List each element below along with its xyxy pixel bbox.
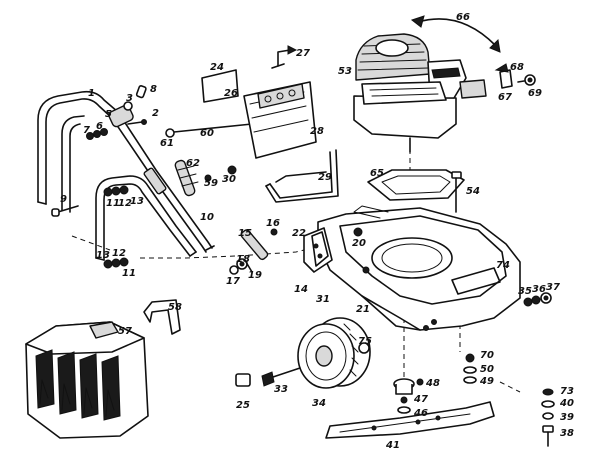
label-part-24: 24 [210, 62, 224, 73]
grass-catcher [25, 321, 149, 439]
label-part-15: 15 [238, 228, 252, 239]
label-part-54: 54 [466, 186, 480, 197]
label-part-14: 14 [294, 284, 308, 295]
label-part-36: 36 [532, 284, 546, 295]
part-number-labels: 1 2 3 5 6 7 8 9 10 11 11 12 12 13 13 14 … [60, 12, 574, 451]
label-part-41: 41 [385, 440, 400, 451]
handle-hardware [51, 85, 167, 269]
label-part-60: 60 [200, 128, 214, 139]
label-part-28: 28 [310, 126, 324, 137]
rear-flap [243, 81, 317, 159]
label-part-48: 48 [425, 378, 440, 389]
mower-deck [317, 205, 521, 331]
engine [353, 33, 487, 153]
label-part-75: 75 [358, 336, 372, 347]
label-part-7: 7 [83, 125, 90, 136]
label-part-33: 33 [274, 384, 288, 395]
label-part-62: 62 [186, 158, 200, 169]
label-part-18: 18 [236, 254, 250, 265]
label-part-34: 34 [312, 398, 326, 409]
label-part-35: 35 [518, 286, 532, 297]
flap-bracket [265, 149, 339, 203]
label-part-59: 59 [204, 178, 218, 189]
label-part-25: 25 [236, 400, 250, 411]
label-part-70: 70 [480, 350, 494, 361]
label-part-57: 57 [118, 326, 132, 337]
label-part-49: 49 [479, 376, 494, 387]
label-part-29: 29 [318, 172, 332, 183]
rotation-arrow-66 [410, 15, 501, 53]
label-part-13b: 13 [96, 250, 110, 261]
label-part-47: 47 [413, 394, 428, 405]
height-adjust-link [229, 228, 278, 275]
cable-clamp [174, 159, 237, 197]
label-part-65: 65 [370, 168, 384, 179]
axle-nuts [523, 292, 552, 307]
blade-hub [393, 378, 424, 414]
control-cable [165, 123, 253, 138]
hook-27 [271, 45, 298, 69]
deck-side-bracket [303, 227, 363, 273]
label-part-67: 67 [498, 92, 512, 103]
washer-stack [463, 353, 477, 384]
label-part-40: 40 [559, 398, 574, 409]
label-part-1: 1 [88, 88, 95, 99]
label-part-5: 5 [105, 109, 112, 120]
label-part-13: 13 [130, 196, 144, 207]
label-part-39: 39 [560, 412, 574, 423]
label-part-37: 37 [546, 282, 560, 293]
label-part-69: 69 [528, 88, 542, 99]
label-part-73: 73 [560, 386, 574, 397]
mower-blade [325, 401, 495, 439]
label-part-74: 74 [496, 260, 510, 271]
label-part-53: 53 [338, 66, 352, 77]
wheel [297, 317, 371, 389]
label-part-21: 21 [356, 304, 370, 315]
label-part-12b: 12 [112, 248, 126, 259]
engine-bolt [451, 171, 462, 213]
engine-gasket [367, 169, 465, 201]
label-part-16: 16 [266, 218, 280, 229]
label-part-3: 3 [126, 93, 133, 104]
label-part-68: 68 [510, 62, 524, 73]
label-part-46: 46 [413, 408, 428, 419]
label-part-10: 10 [200, 212, 214, 223]
label-plate [201, 69, 239, 103]
label-part-9: 9 [60, 194, 67, 205]
label-part-61: 61 [160, 138, 174, 149]
label-part-6: 6 [96, 121, 103, 132]
label-part-17: 17 [226, 276, 240, 287]
label-part-12: 12 [118, 198, 132, 209]
label-part-26: 26 [224, 88, 238, 99]
label-part-11: 11 [106, 198, 120, 209]
label-part-19: 19 [248, 270, 262, 281]
wheel-hardware [235, 342, 370, 387]
label-part-11b: 11 [122, 268, 136, 279]
upper-handle [37, 90, 215, 253]
label-part-50: 50 [480, 364, 494, 375]
label-part-38: 38 [560, 428, 574, 439]
label-part-58: 58 [168, 302, 182, 313]
label-part-2: 2 [152, 108, 159, 119]
label-part-31: 31 [316, 294, 330, 305]
label-part-30: 30 [222, 174, 236, 185]
catcher-bracket [143, 299, 181, 335]
label-part-27: 27 [296, 48, 310, 59]
label-part-66: 66 [456, 12, 470, 23]
label-part-8: 8 [150, 84, 157, 95]
throttle-parts [494, 63, 536, 89]
blade-bolt-stack [541, 388, 555, 447]
label-part-20: 20 [352, 238, 366, 249]
label-part-22: 22 [292, 228, 306, 239]
